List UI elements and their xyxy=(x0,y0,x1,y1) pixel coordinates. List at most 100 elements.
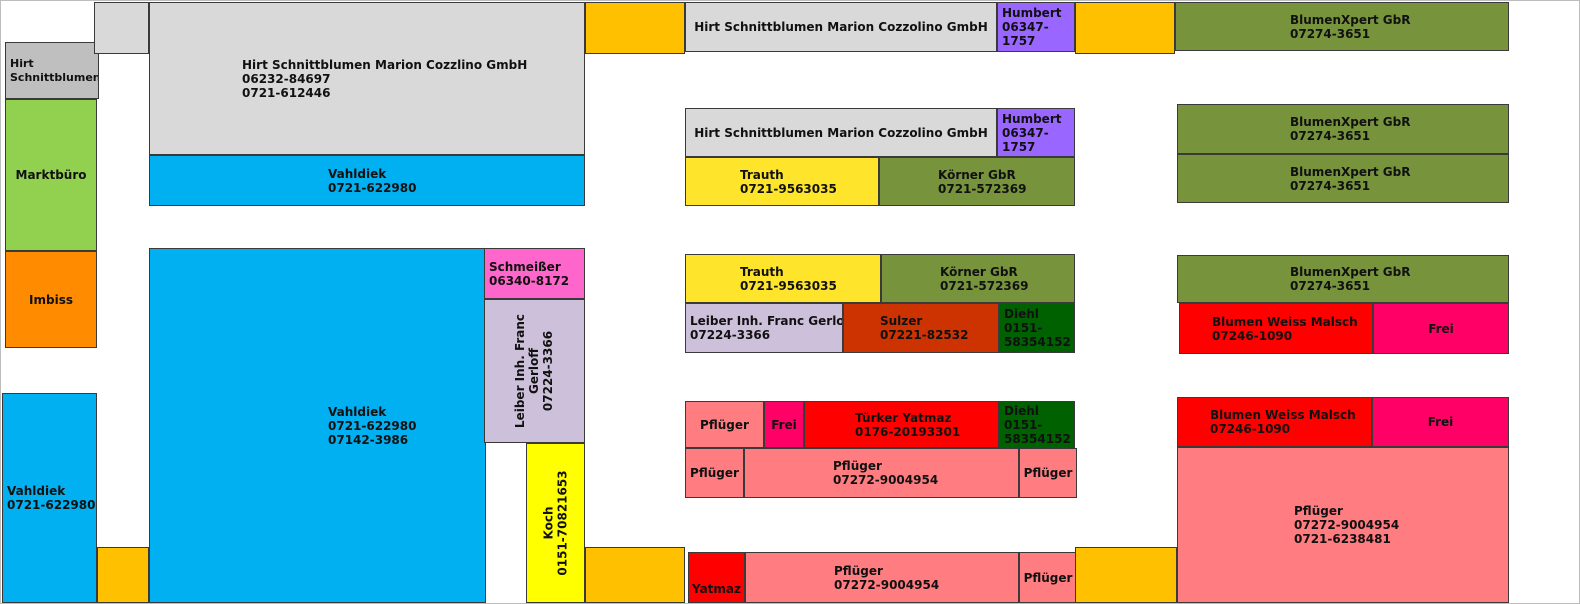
stall-label: Marktbüro xyxy=(16,168,87,182)
stall-pflueger-f: Pflüger xyxy=(1019,552,1077,603)
stall-label-line: Frei xyxy=(1427,415,1454,429)
stall-label-line: Leiber Inh. Franc Gerloff xyxy=(690,314,843,328)
stall-label-line: 0151- xyxy=(1004,417,1043,432)
stall-label-line: 07142-3986 xyxy=(328,432,409,447)
stall-gold-top-right xyxy=(1075,2,1175,54)
stall-label-line: 0721-622980 xyxy=(7,498,96,512)
stall-label-line: 06232-84697 xyxy=(242,71,331,86)
stall-label-line: Hirt xyxy=(10,56,34,70)
stall-label-line: BlumenXpert GbR xyxy=(1290,12,1411,27)
stall-label-line: Frei xyxy=(1428,321,1454,336)
stall-label-line: 58354152 xyxy=(1004,431,1071,446)
stall-label-line: Pflüger xyxy=(834,563,883,578)
stall-blank-top-left xyxy=(94,2,149,54)
stall-label-line: 07246-1090 xyxy=(1210,422,1291,436)
stall-label-line: Trauth xyxy=(740,167,784,182)
stall-label-line: Vahldiek xyxy=(328,404,387,419)
stall-label-line: Marktbüro xyxy=(15,168,87,182)
stall-label-line: Blumen Weiss Malsch xyxy=(1212,314,1358,329)
stall-label: Frei xyxy=(771,418,797,432)
stall-label-line: Diehl xyxy=(1004,403,1039,418)
stall-label-line: Humbert xyxy=(1002,6,1062,20)
stall-label: Pflüger xyxy=(1024,466,1073,480)
stall-label: Pflüger xyxy=(1024,571,1073,585)
stall-label: Frei xyxy=(1428,415,1454,429)
stall-label-line: Vahldiek xyxy=(7,484,66,498)
stall-label: Yatmaz xyxy=(692,582,741,596)
stall-label-line: 07272-9004954 xyxy=(1294,518,1400,532)
stall-label-line: Schmeißer xyxy=(489,259,561,274)
stall-label-line: Humbert xyxy=(1002,111,1062,126)
stall-label-line: Gerloff xyxy=(527,348,542,394)
stall-pflueger-b: Pflüger xyxy=(685,448,744,498)
stall-label-line: Türker Yatmaz xyxy=(855,410,952,425)
stall-label-line: Schnittblumen xyxy=(10,70,99,84)
stall-label-line: Hirt Schnittblumen Marion Cozzlino GmbH xyxy=(242,57,528,72)
stall-hirt-top-mid: Hirt Schnittblumen Marion Cozzolino GmbH xyxy=(685,2,997,52)
stall-label-line: Pflüger xyxy=(700,417,749,432)
stall-label: Hirt Schnittblumen Marion Cozzolino GmbH xyxy=(694,126,988,140)
stall-label-line: 0721-572369 xyxy=(940,278,1029,293)
stall-label-line: Körner GbR xyxy=(938,167,1016,182)
stall-label-line: 1757 xyxy=(1002,34,1036,48)
stall-label-line: 07246-1090 xyxy=(1212,328,1293,343)
stall-label-line: Imbiss xyxy=(29,292,73,307)
stall-label: Hirt Schnittblumen Marion Cozzolino GmbH xyxy=(694,20,988,34)
stall-label-line: 0151- xyxy=(1004,321,1043,335)
stall-label-line: 07272-9004954 xyxy=(834,577,940,592)
stall-label-line: Yatmaz xyxy=(692,582,742,596)
stall-label-line: 07224-3366 xyxy=(541,330,556,412)
stall-gold-top-mid xyxy=(585,2,685,54)
stall-label-line: 0721-622980 xyxy=(328,418,417,433)
stall-label-line: Hirt Schnittblumen Marion Cozzolino GmbH xyxy=(694,20,988,34)
stall-imbiss: Imbiss xyxy=(5,251,97,348)
stall-frei-right-2: Frei xyxy=(1372,397,1509,447)
stall-label-line: BlumenXpert GbR xyxy=(1290,164,1411,179)
stall-label-line: Pflüger xyxy=(1023,570,1073,585)
stall-label-line: BlumenXpert GbR xyxy=(1290,265,1411,279)
stall-label-line: 07274-3651 xyxy=(1290,279,1371,293)
stall-label-line: Trauth xyxy=(740,264,784,279)
stall-frei-right-1: Frei xyxy=(1373,303,1509,354)
stall-label-line: Pflüger xyxy=(1023,466,1073,480)
stall-label-line: 0176-20193301 xyxy=(855,424,961,439)
